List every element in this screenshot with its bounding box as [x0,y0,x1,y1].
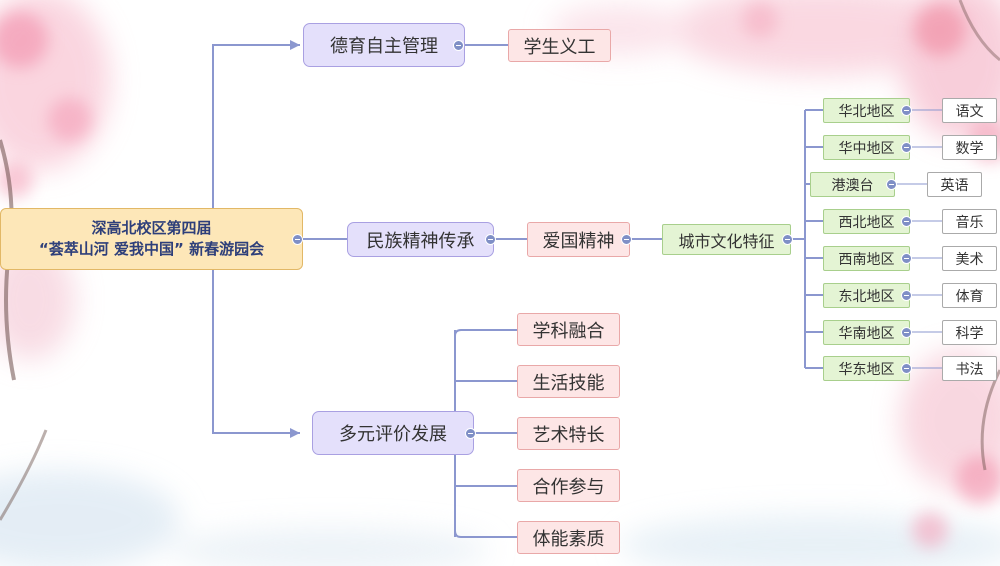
topic-moral-management[interactable]: 德育自主管理 [303,23,465,67]
subject-label: 音乐 [955,214,984,231]
region-north-china[interactable]: 华北地区 [823,98,910,123]
topic-label: 体能素质 [532,528,605,550]
region-label: 港澳台 [831,177,874,194]
subject-calligraphy[interactable]: 书法 [942,356,997,381]
topic-art-talent[interactable]: 艺术特长 [517,417,620,450]
topic-life-skills[interactable]: 生活技能 [517,365,620,398]
topic-label: 艺术特长 [532,424,605,446]
subject-math[interactable]: 数学 [942,135,997,160]
collapse-icon[interactable] [901,327,912,338]
region-label: 西北地区 [838,214,895,231]
collapse-icon[interactable] [465,428,476,439]
topic-label: 生活技能 [532,372,605,394]
region-label: 东北地区 [838,288,895,305]
subject-pe[interactable]: 体育 [942,283,997,308]
subject-label: 体育 [955,288,984,305]
region-northwest[interactable]: 西北地区 [823,209,910,234]
topic-subject-integration[interactable]: 学科融合 [517,313,620,346]
region-label: 华南地区 [838,325,895,342]
collapse-icon[interactable] [485,234,496,245]
root-title-line1: 深高北校区第四届 [91,219,212,237]
connector-root-evaluation [212,270,300,434]
topic-label: 学科融合 [532,320,605,342]
subject-science[interactable]: 科学 [942,320,997,345]
topic-label: 德育自主管理 [330,36,438,57]
subject-art[interactable]: 美术 [942,246,997,271]
subject-label: 英语 [940,177,969,194]
subject-chinese[interactable]: 语文 [942,98,997,123]
collapse-icon[interactable] [901,105,912,116]
topic-patriotism[interactable]: 爱国精神 [527,222,630,257]
topic-label: 爱国精神 [542,230,615,252]
topic-national-spirit[interactable]: 民族精神传承 [347,222,494,257]
subject-label: 美术 [955,251,984,268]
region-northeast[interactable]: 东北地区 [823,283,910,308]
topic-label: 城市文化特征 [678,231,775,251]
region-east-china[interactable]: 华东地区 [823,356,910,381]
subject-label: 语文 [955,103,984,120]
connector-root-moral [212,44,300,208]
region-south-china[interactable]: 华南地区 [823,320,910,345]
region-label: 华北地区 [838,103,895,120]
collapse-icon[interactable] [292,234,303,245]
arrow-right-icon [290,40,300,50]
root-title-line2: “荟萃山河 爱我中国” 新春游园会 [38,240,265,258]
arrow-right-icon [290,428,300,438]
topic-label: 学生义工 [523,36,596,58]
collapse-icon[interactable] [453,40,464,51]
collapse-icon[interactable] [886,179,897,190]
topic-city-culture[interactable]: 城市文化特征 [662,224,791,255]
collapse-icon[interactable] [901,363,912,374]
subject-english[interactable]: 英语 [927,172,982,197]
region-label: 华中地区 [838,140,895,157]
region-hk-macao-taiwan[interactable]: 港澳台 [810,172,895,197]
topic-physical-fitness[interactable]: 体能素质 [517,521,620,554]
region-southwest[interactable]: 西南地区 [823,246,910,271]
topic-label: 民族精神传承 [366,230,475,252]
collapse-icon[interactable] [901,253,912,264]
collapse-icon[interactable] [901,290,912,301]
topic-diverse-evaluation[interactable]: 多元评价发展 [312,411,474,455]
region-label: 华东地区 [838,361,895,378]
topic-label: 多元评价发展 [339,424,447,445]
collapse-icon[interactable] [621,234,632,245]
region-central-china[interactable]: 华中地区 [823,135,910,160]
root-topic[interactable]: 深高北校区第四届 “荟萃山河 爱我中国” 新春游园会 [0,208,303,270]
subject-label: 书法 [955,361,984,378]
topic-cooperation[interactable]: 合作参与 [517,469,620,502]
topic-student-volunteer[interactable]: 学生义工 [508,29,611,62]
collapse-icon[interactable] [901,216,912,227]
connector-city-regions [791,109,823,369]
subject-label: 数学 [955,140,984,157]
topic-label: 合作参与 [532,476,605,498]
subject-label: 科学 [955,325,984,342]
subject-music[interactable]: 音乐 [942,209,997,234]
collapse-icon[interactable] [901,142,912,153]
region-label: 西南地区 [838,251,895,268]
collapse-icon[interactable] [782,234,793,245]
